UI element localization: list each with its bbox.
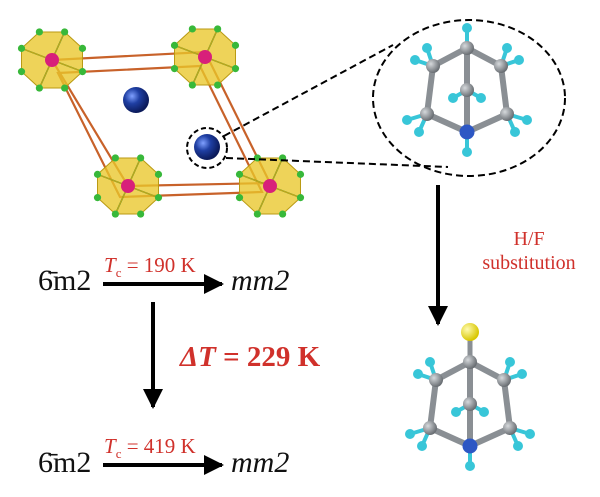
hydrogen-atom bbox=[414, 127, 424, 137]
ligand-atom bbox=[35, 28, 43, 36]
hydrogen-atom bbox=[514, 55, 524, 65]
cation-sphere-center bbox=[123, 87, 149, 113]
octahedron bbox=[17, 28, 87, 92]
ligand-atom bbox=[111, 154, 119, 162]
zoom-line-top bbox=[223, 44, 394, 137]
hydrogen-atom bbox=[448, 93, 458, 103]
ligand-atom bbox=[61, 84, 69, 92]
carbon-atom bbox=[463, 397, 477, 411]
ligand-atom bbox=[253, 210, 261, 218]
hydrogen-atom bbox=[476, 93, 486, 103]
zoom-ellipse bbox=[372, 19, 566, 177]
hydrogen-atom bbox=[525, 429, 535, 439]
point-group-to-bottom: mm2 bbox=[231, 446, 290, 479]
hydrogen-atom bbox=[422, 43, 432, 53]
hydrogen-atom bbox=[462, 23, 472, 33]
ligand-atom bbox=[235, 170, 244, 178]
hydrogen-atom bbox=[479, 407, 489, 417]
carbon-atom bbox=[503, 421, 517, 435]
ligand-atom bbox=[17, 44, 26, 52]
ligand-atom bbox=[170, 41, 179, 49]
octahedra bbox=[17, 25, 305, 218]
ligand-atom bbox=[296, 194, 305, 202]
ligand-atom bbox=[231, 41, 240, 49]
cation-molecule-hydrogenated bbox=[402, 23, 532, 157]
ligand-atom bbox=[154, 170, 163, 178]
ligand-atom bbox=[78, 68, 87, 76]
fluorine-atom bbox=[461, 323, 479, 341]
carbon-atom bbox=[500, 107, 514, 121]
zoom-line-bottom bbox=[225, 157, 449, 168]
hydrogen-atom bbox=[413, 369, 423, 379]
hydrogen-atom bbox=[465, 461, 475, 471]
ligand-atom bbox=[93, 170, 102, 178]
hydrogen-atom bbox=[502, 43, 512, 53]
point-group-from-top: 6̄m2 bbox=[38, 264, 92, 297]
hydrogen-atom bbox=[510, 127, 520, 137]
point-group-to-top: mm2 bbox=[231, 264, 290, 297]
hydrogen-atom bbox=[513, 441, 523, 451]
nitrogen-atom bbox=[459, 124, 475, 140]
ligand-atom bbox=[214, 25, 222, 33]
ligand-atom bbox=[253, 154, 261, 162]
cation-sphere-highlighted bbox=[194, 134, 220, 160]
carbon-atom bbox=[463, 355, 477, 369]
carbon-atom bbox=[460, 41, 474, 55]
ligand-atom bbox=[137, 154, 145, 162]
ligand-atom bbox=[17, 68, 26, 76]
metal-center-atom bbox=[45, 53, 59, 67]
carbon-atom bbox=[429, 373, 443, 387]
hydrogen-atom bbox=[517, 369, 527, 379]
octahedron bbox=[235, 154, 305, 218]
ligand-atom bbox=[188, 81, 196, 89]
ligand-atom bbox=[235, 194, 244, 202]
octahedron bbox=[93, 154, 163, 218]
hydrogen-atom bbox=[402, 115, 412, 125]
delta-t-label: ΔT = 229 K bbox=[180, 341, 321, 373]
substitution-line-1: H/F bbox=[513, 228, 545, 250]
ligand-atom bbox=[296, 170, 305, 178]
ligand-atom bbox=[170, 65, 179, 73]
nitrogen-atom bbox=[462, 438, 478, 454]
metal-center-atom bbox=[263, 179, 277, 193]
ligand-atom bbox=[214, 81, 222, 89]
metal-center-atom bbox=[198, 50, 212, 64]
ligand-atom bbox=[35, 84, 43, 92]
substitution-line-2: substitution bbox=[482, 252, 576, 274]
tc-label-bottom: Tc = 419 K bbox=[104, 434, 196, 462]
carbon-atom bbox=[420, 107, 434, 121]
ligand-atom bbox=[61, 28, 69, 36]
hydrogen-atom bbox=[522, 115, 532, 125]
point-group-from-bottom: 6̄m2 bbox=[38, 446, 92, 479]
carbon-atom bbox=[494, 59, 508, 73]
ligand-atom bbox=[279, 210, 287, 218]
tc-label-top: Tc = 190 K bbox=[104, 253, 196, 281]
ligand-atom bbox=[231, 65, 240, 73]
carbon-atom bbox=[423, 421, 437, 435]
hydrogen-atom bbox=[462, 147, 472, 157]
ligand-atom bbox=[111, 210, 119, 218]
carbon-atom bbox=[460, 83, 474, 97]
ligand-atom bbox=[78, 44, 87, 52]
metal-center-atom bbox=[121, 179, 135, 193]
substitution-label: H/F substitution bbox=[465, 227, 593, 275]
hydrogen-atom bbox=[451, 407, 461, 417]
carbon-atom bbox=[426, 59, 440, 73]
hydrogen-atom bbox=[405, 429, 415, 439]
hydrogen-atom bbox=[505, 357, 515, 367]
ligand-atom bbox=[93, 194, 102, 202]
carbon-atom bbox=[497, 373, 511, 387]
hydrogen-atom bbox=[417, 441, 427, 451]
hydrogen-atom bbox=[410, 55, 420, 65]
ligand-atom bbox=[137, 210, 145, 218]
highlight-ring bbox=[186, 127, 228, 169]
ligand-atom bbox=[154, 194, 163, 202]
ligand-atom bbox=[188, 25, 196, 33]
octahedron bbox=[170, 25, 240, 89]
hydrogen-atom bbox=[425, 357, 435, 367]
cation-molecule-fluorinated bbox=[405, 323, 535, 471]
